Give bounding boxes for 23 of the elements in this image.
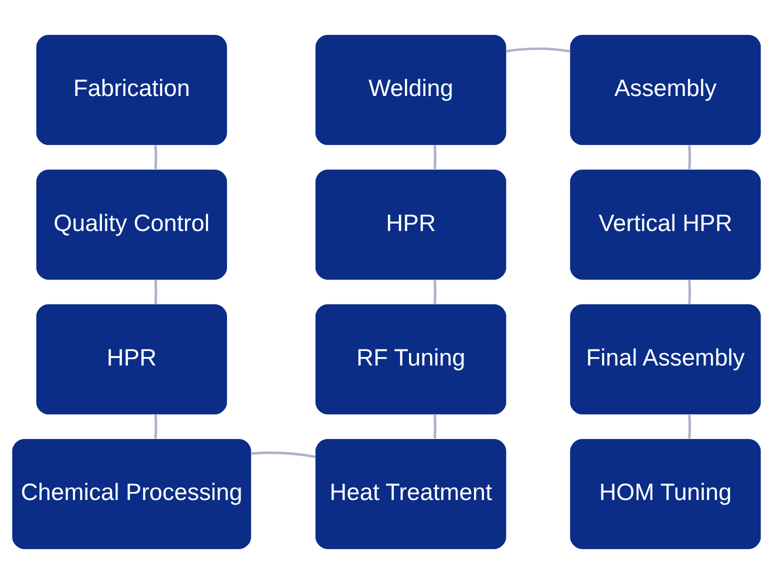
- connector: [506, 47, 570, 52]
- node-box: HPR: [36, 304, 227, 414]
- connector: [688, 145, 691, 170]
- connector: [434, 414, 436, 439]
- node-box: Chemical Processing: [12, 438, 252, 550]
- node-box: Quality Control: [36, 170, 227, 280]
- node-box: HPR: [315, 170, 506, 280]
- connector: [251, 452, 316, 458]
- connector: [154, 414, 158, 439]
- connector: [688, 414, 691, 439]
- connector: [688, 280, 691, 304]
- node-box: Heat Treatment: [315, 438, 506, 550]
- connector: [434, 280, 436, 304]
- node-box: Fabrication: [36, 34, 227, 146]
- connector: [154, 145, 158, 170]
- connector: [154, 280, 158, 304]
- node-box: Welding: [315, 34, 506, 146]
- node-box: HOM Tuning: [570, 438, 761, 550]
- node-box: Final Assembly: [570, 304, 761, 414]
- connector: [434, 145, 436, 170]
- node-box: Vertical HPR: [570, 170, 761, 280]
- node-box: RF Tuning: [315, 304, 506, 414]
- node-box: Assembly: [570, 34, 761, 146]
